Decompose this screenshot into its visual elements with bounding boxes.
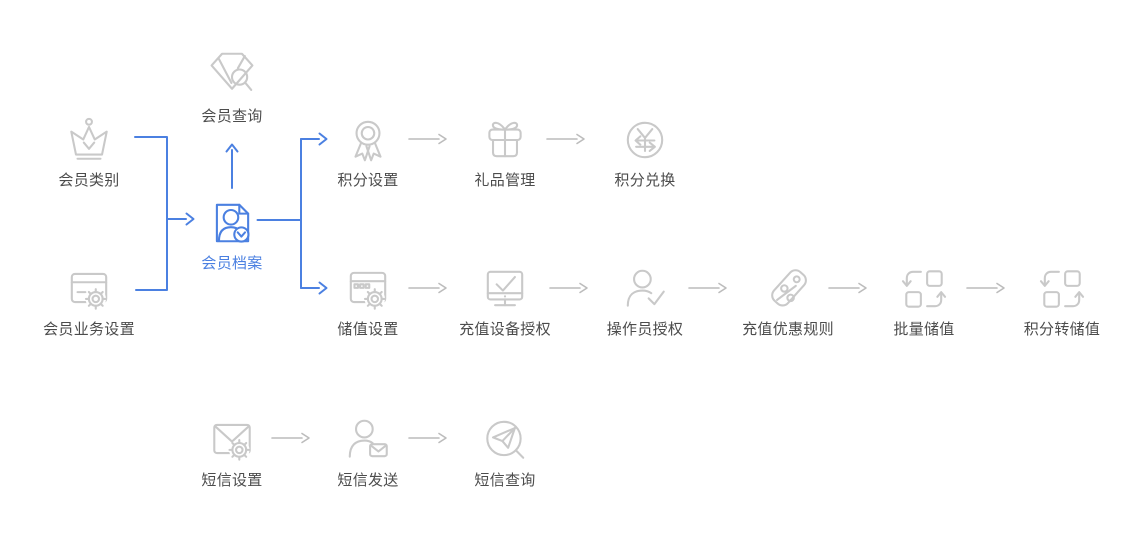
node-label: 积分转储值 — [1023, 321, 1101, 338]
node-points-to-stored-value[interactable]: 积分转储值 — [1002, 264, 1122, 340]
node-label: 储值设置 — [337, 321, 399, 338]
node-member-profile[interactable]: 会员档案 — [172, 198, 292, 274]
profile-doc-icon — [207, 198, 257, 248]
batch-transfer-icon — [1037, 264, 1087, 314]
node-label: 会员档案 — [201, 255, 263, 272]
node-gift-management[interactable]: 礼品管理 — [445, 115, 565, 191]
node-label: 批量储值 — [893, 321, 955, 338]
gift-icon — [480, 115, 530, 165]
node-label: 会员类别 — [58, 172, 120, 189]
node-recharge-discount-rules[interactable]: 充值优惠规则 — [728, 264, 848, 340]
node-sms-send[interactable]: 短信发送 — [308, 415, 428, 491]
node-stored-value-settings[interactable]: 储值设置 — [308, 264, 428, 340]
node-member-query[interactable]: 会员查询 — [172, 45, 292, 127]
node-member-category[interactable]: 会员类别 — [29, 115, 149, 191]
node-points-exchange[interactable]: 积分兑换 — [585, 115, 705, 191]
node-label: 积分设置 — [337, 172, 399, 189]
node-label: 短信发送 — [337, 472, 399, 489]
browser-gear-icon — [343, 264, 393, 314]
crown-icon — [64, 115, 114, 165]
node-sms-query[interactable]: 短信查询 — [445, 415, 565, 491]
node-recharge-device-auth[interactable]: 充值设备授权 — [445, 264, 565, 340]
diamond-search-icon — [204, 45, 260, 101]
node-label: 会员查询 — [201, 108, 263, 125]
node-operator-auth[interactable]: 操作员授权 — [585, 264, 705, 340]
monitor-check-icon — [480, 264, 530, 314]
node-member-business-settings[interactable]: 会员业务设置 — [29, 264, 149, 340]
node-label: 充值优惠规则 — [742, 321, 834, 338]
node-batch-stored-value[interactable]: 批量储值 — [864, 264, 984, 340]
node-points-settings[interactable]: 积分设置 — [308, 115, 428, 191]
tag-percent-icon — [763, 264, 813, 314]
person-check-icon — [620, 264, 670, 314]
node-label: 操作员授权 — [606, 321, 684, 338]
plane-search-icon — [480, 415, 530, 465]
window-gear-icon — [64, 264, 114, 314]
node-label: 礼品管理 — [474, 172, 536, 189]
person-mail-icon — [343, 415, 393, 465]
node-label: 充值设备授权 — [459, 321, 551, 338]
batch-transfer-icon — [899, 264, 949, 314]
node-sms-settings[interactable]: 短信设置 — [172, 415, 292, 491]
node-label: 短信设置 — [201, 472, 263, 489]
mail-gear-icon — [207, 415, 257, 465]
node-label: 短信查询 — [474, 472, 536, 489]
medal-icon — [343, 115, 393, 165]
node-label: 积分兑换 — [614, 172, 676, 189]
node-label: 会员业务设置 — [43, 321, 135, 338]
currency-exchange-icon — [620, 115, 670, 165]
